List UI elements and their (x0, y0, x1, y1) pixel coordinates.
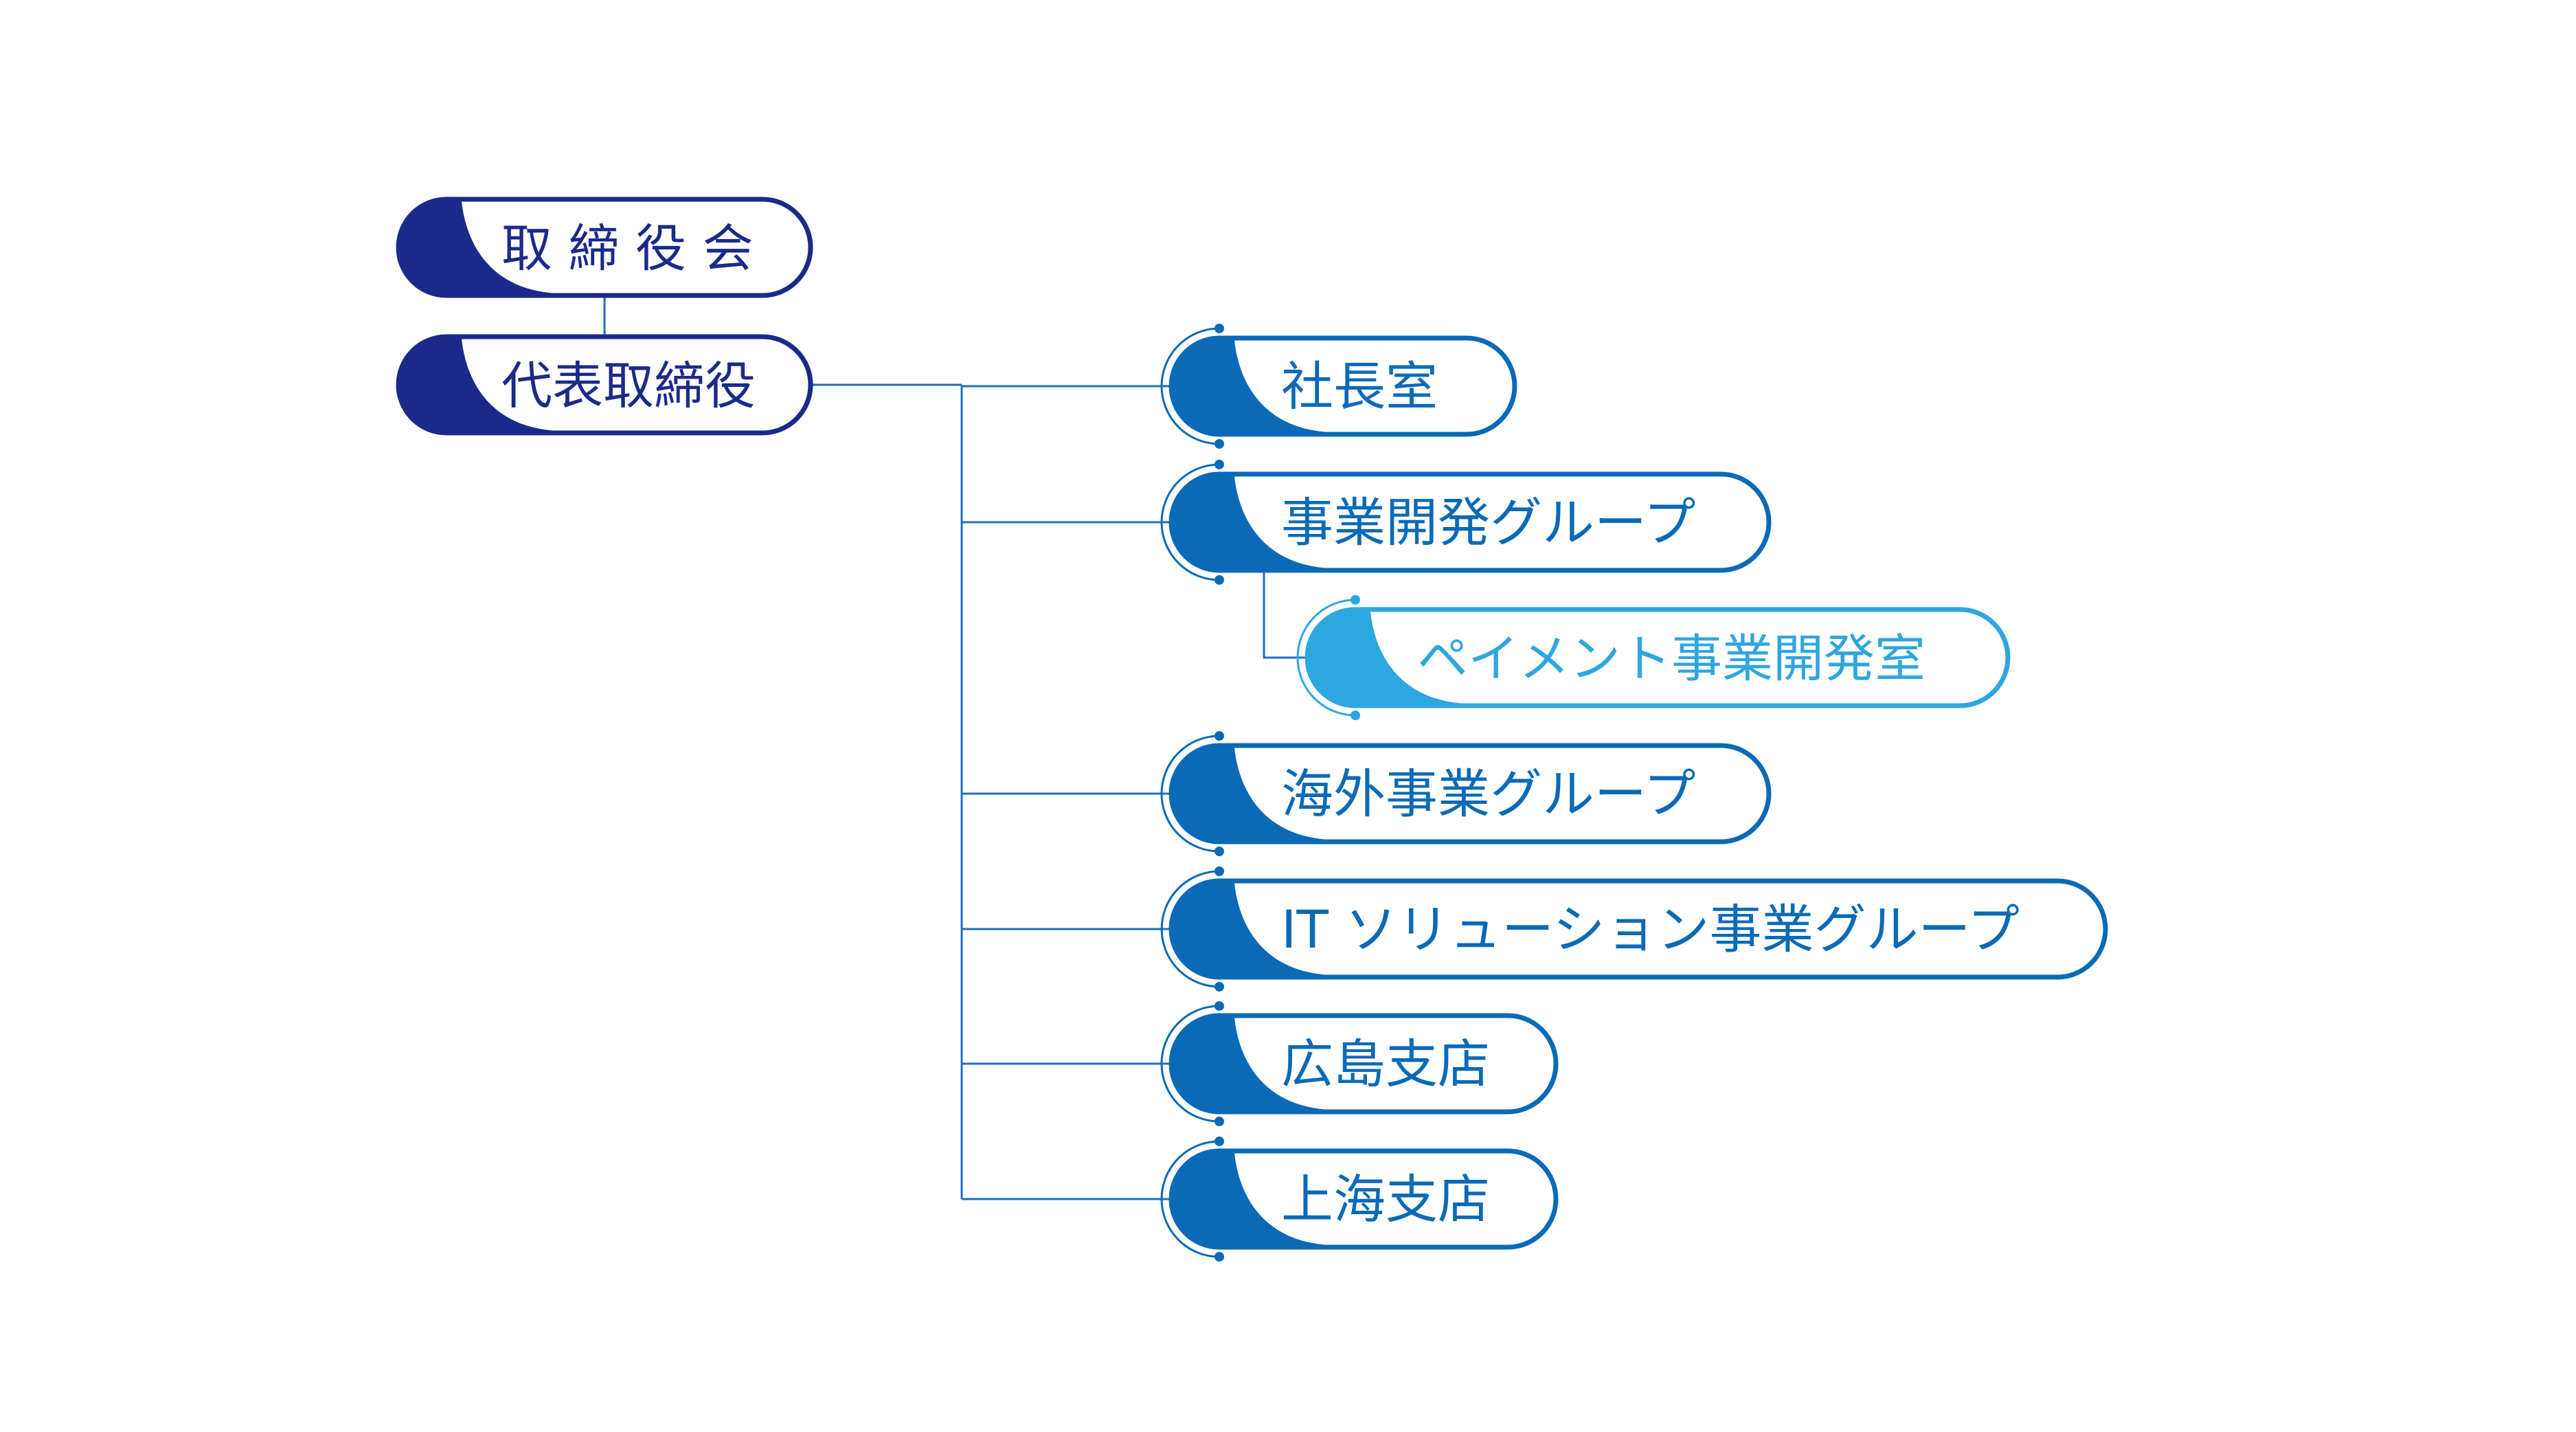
node-cap (1173, 1153, 1329, 1245)
node-biz-dev-group: 事業開発グループ (1160, 460, 1772, 585)
node-arc-dot-top (1214, 866, 1224, 876)
node-arc (1296, 598, 1356, 717)
node-board: 取 締 役 会 (396, 197, 813, 298)
node-arc (1160, 870, 1220, 988)
node-arc-dot-bottom (1214, 575, 1224, 585)
node-arc-dot-top (1351, 595, 1360, 605)
node-ceo: 代表取締役 (396, 334, 813, 436)
node-arc-dot-bottom (1214, 439, 1224, 449)
node-pill (1304, 607, 2011, 708)
node-cap (1173, 883, 1329, 975)
node-arc (1160, 463, 1220, 581)
node-label: 海外事業グループ (1281, 763, 1695, 825)
node-arc-dot-top (1214, 460, 1224, 469)
node-label: 上海支店 (1281, 1169, 1490, 1230)
node-president-office: 社長室 (1160, 324, 1517, 449)
node-arc (1160, 327, 1220, 445)
node-shanghai-branch: 上海支店 (1160, 1137, 1559, 1262)
node-cap (1309, 612, 1465, 704)
node-cap (1173, 748, 1329, 840)
node-pill (1168, 743, 1772, 844)
node-it-solution-group: IT ソリューション事業グループ (1160, 866, 2108, 992)
node-cap (400, 201, 556, 293)
node-arc (1160, 735, 1220, 853)
node-overseas-group: 海外事業グループ (1160, 731, 1772, 856)
node-label: 事業開発グループ (1281, 492, 1695, 553)
node-arc-dot-top (1214, 1001, 1224, 1011)
node-arc-dot-bottom (1351, 711, 1360, 720)
node-arc-dot-top (1214, 1137, 1224, 1146)
node-pill (396, 334, 813, 436)
connectors (603, 295, 1307, 1200)
node-arc-dot-bottom (1214, 1117, 1224, 1126)
node-pill (1168, 878, 2108, 980)
node-label: 代表取締役 (501, 357, 756, 416)
node-arc-dot-top (1214, 324, 1224, 333)
node-label: IT ソリューション事業グループ (1281, 899, 2020, 960)
node-pill (1168, 471, 1772, 573)
node-cap (1173, 1018, 1329, 1110)
node-arc (1160, 1140, 1220, 1258)
node-payment-dev-office: ペイメント事業開発室 (1296, 595, 2011, 720)
node-pill (396, 197, 813, 298)
node-arc-dot-bottom (1214, 847, 1224, 856)
node-arc-dot-bottom (1214, 982, 1224, 992)
node-label: 広島支店 (1281, 1033, 1490, 1095)
node-cap (400, 339, 556, 431)
node-cap (1173, 340, 1329, 432)
node-hiroshima-branch: 広島支店 (1160, 1001, 1559, 1126)
node-cap (1173, 476, 1329, 568)
node-arc-dot-top (1214, 731, 1224, 741)
node-arc-dot-bottom (1214, 1252, 1224, 1262)
node-arc (1160, 1005, 1220, 1123)
connector-payment-dev-office (1263, 570, 1307, 659)
node-label: 社長室 (1281, 356, 1438, 417)
node-label: ペイメント事業開発室 (1417, 629, 1925, 689)
node-label: 取 締 役 会 (501, 219, 754, 278)
